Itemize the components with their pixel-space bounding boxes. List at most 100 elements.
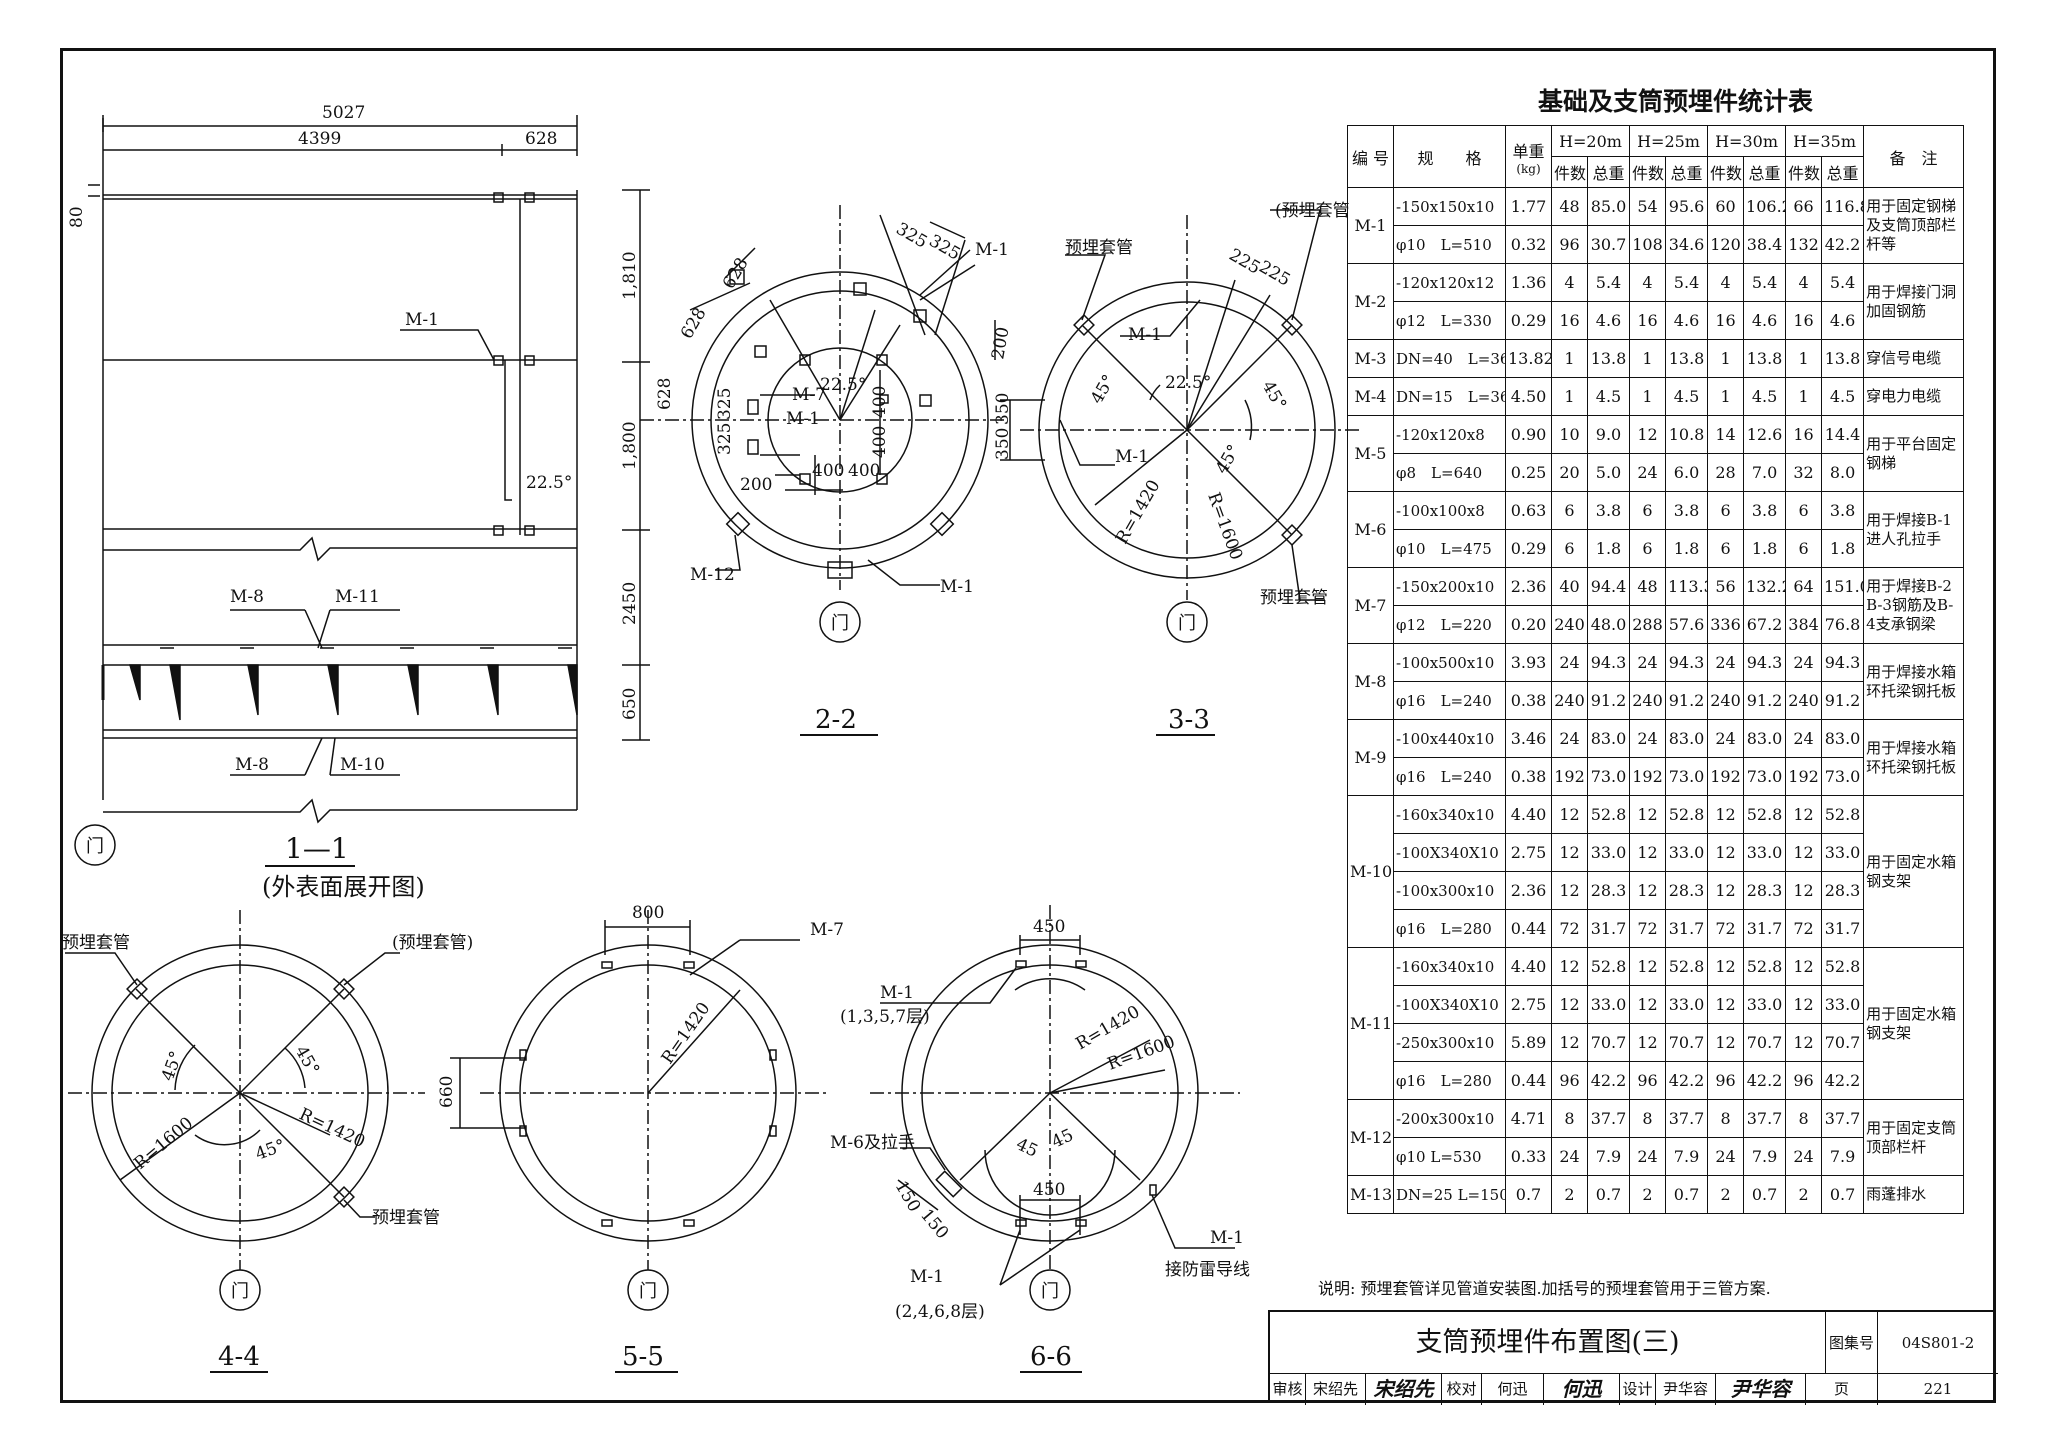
drawing-title: 支筒预埋件布置图(三) [1270, 1312, 1826, 1374]
value-cell: 5.0 [1586, 453, 1631, 492]
value-cell: 4.6 [1821, 301, 1865, 340]
spec-cell: -120x120x12 [1393, 263, 1506, 302]
checker-name: 何迅 [1482, 1374, 1544, 1405]
dim-angle-45-b: 45° [1258, 378, 1290, 414]
header-h30: H=30m [1707, 125, 1787, 157]
value-cell: 8 [1785, 1099, 1823, 1138]
door-label-6-6: 门 [1041, 1281, 1059, 1302]
value-cell: 4.5 [1743, 377, 1787, 416]
spec-cell: -160x340x10 [1393, 795, 1506, 834]
section-5-5-caption: 5-5 [622, 1342, 664, 1372]
value-cell: 52.8 [1743, 795, 1787, 834]
value-cell: 16 [1785, 415, 1823, 454]
value-cell: 91.2 [1665, 681, 1709, 720]
section-5-5-drawing [450, 910, 830, 1373]
value-cell: 37.7 [1743, 1099, 1787, 1138]
drawing-note: 说明: 预埋套管详见管道安装图.加括号的预埋套管用于三管方案. [1318, 1279, 1771, 1298]
label-m1-right: M-1 [1210, 1228, 1244, 1248]
value-cell: 12 [1629, 947, 1667, 986]
value-cell: 28 [1707, 453, 1745, 492]
value-cell: 54 [1629, 187, 1667, 226]
value-cell: 52.8 [1821, 947, 1865, 986]
dim-45b: 45 [1049, 1125, 1077, 1152]
value-cell: 4.6 [1586, 301, 1631, 340]
value-cell: 132 [1785, 225, 1823, 264]
value-cell: 116.8 [1821, 187, 1865, 226]
door-label-3-3: 门 [1178, 613, 1196, 634]
value-cell: 13.8 [1743, 339, 1787, 378]
value-cell: 7.9 [1586, 1137, 1631, 1176]
embedded-parts-table: 编 号 规 格 单重(kg) H=20m H=25m H=30m H=35m 备… [1347, 125, 1965, 1214]
section-2-2-caption: 2-2 [815, 705, 857, 735]
value-cell: 7.9 [1665, 1137, 1709, 1176]
header-count: 件数 [1785, 156, 1823, 188]
spec-cell: φ10 L=475 [1393, 529, 1506, 568]
spec-cell: φ10 L=510 [1393, 225, 1506, 264]
dim-628a: 628 [719, 254, 753, 292]
value-cell: 16 [1785, 301, 1823, 340]
spec-cell: -120x120x8 [1393, 415, 1506, 454]
header-remark: 备 注 [1863, 125, 1965, 188]
table-row: M-3DN=40 L=360013.82113.8113.8113.8113.8… [1347, 339, 1965, 378]
title-block: 支筒预埋件布置图(三) 图集号 04S801-2 审核 宋绍先 宋绍先 校对 何… [1268, 1310, 1998, 1405]
value-cell: 24 [1629, 643, 1667, 682]
value-cell: 240 [1629, 681, 1667, 720]
value-cell: 240 [1785, 681, 1823, 720]
designer-signature: 尹华容 [1716, 1374, 1806, 1405]
header-h35: H=35m [1785, 125, 1865, 157]
value-cell: 12 [1551, 947, 1588, 986]
value-cell: 37.7 [1821, 1099, 1865, 1138]
value-cell: 5.4 [1743, 263, 1787, 302]
value-cell: 192 [1629, 757, 1667, 796]
value-cell: 91.2 [1743, 681, 1787, 720]
label-m6: M-6及拉手 [830, 1133, 915, 1153]
value-cell: 91.2 [1821, 681, 1865, 720]
value-cell: 24 [1785, 643, 1823, 682]
drawing-frame [60, 48, 1996, 1403]
dim-h3: 2450 [620, 582, 640, 625]
value-cell: 120 [1707, 225, 1745, 264]
value-cell: 4 [1785, 263, 1823, 302]
value-cell: 76.8 [1821, 605, 1865, 644]
dim-325c: 325 [715, 388, 735, 420]
value-cell: 28.3 [1743, 871, 1787, 910]
value-cell: 192 [1707, 757, 1745, 796]
value-cell: 6.0 [1665, 453, 1709, 492]
value-cell: 1 [1551, 339, 1588, 378]
dim-r1600: R=1600 [1203, 490, 1246, 563]
value-cell: 24 [1629, 719, 1667, 758]
label-m1-mid: M-1 [786, 409, 820, 429]
value-cell: 64 [1785, 567, 1823, 606]
value-cell: 24 [1785, 719, 1823, 758]
spec-cell: -200x300x10 [1393, 1099, 1506, 1138]
value-cell: 24 [1707, 643, 1745, 682]
value-cell: 42.2 [1821, 225, 1865, 264]
check-label: 校对 [1442, 1374, 1482, 1405]
remark-cell: 用于固定水箱钢支架 [1863, 795, 1965, 948]
spec-cell: -160x340x10 [1393, 947, 1506, 986]
value-cell: 12 [1785, 985, 1823, 1024]
value-cell: 52.8 [1821, 795, 1865, 834]
dim-total-width: 5027 [322, 103, 365, 123]
dim-width-a: 4399 [298, 129, 341, 149]
value-cell: 8 [1629, 1099, 1667, 1138]
value-cell: 83.0 [1586, 719, 1631, 758]
value-cell: 12 [1629, 833, 1667, 872]
value-cell: 42.2 [1665, 1061, 1709, 1100]
dim-h4: 650 [620, 688, 640, 720]
header-unit-weight: 单重(kg) [1505, 125, 1552, 188]
label-sleeve-left: 预埋套管 [62, 933, 130, 953]
label-m1-bottom-6: M-1 [910, 1267, 944, 1287]
label-m1-bottom: M-1 [940, 577, 974, 597]
dim-350a: 350 [993, 393, 1013, 425]
value-cell: 70.7 [1821, 1023, 1865, 1062]
part-id: M-3 [1347, 339, 1394, 378]
design-label: 设计 [1620, 1374, 1656, 1405]
remark-cell: 用于焊接B-1进人孔拉手 [1863, 491, 1965, 568]
value-cell: 95.6 [1665, 187, 1709, 226]
value-cell: 12 [1629, 415, 1667, 454]
value-cell: 0.7 [1586, 1175, 1631, 1214]
